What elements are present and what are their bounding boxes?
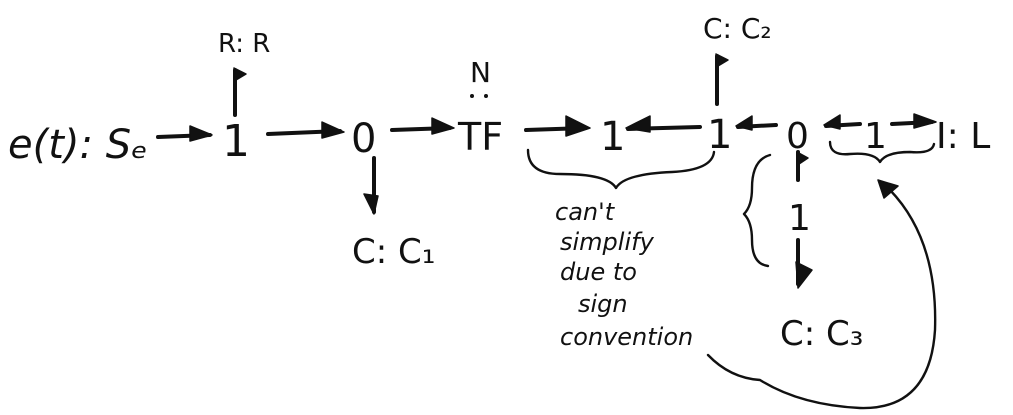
bond-0-to-tf — [390, 117, 455, 135]
note-line: simplify — [560, 228, 655, 256]
junction-1-vertical: 1 — [788, 198, 811, 239]
brace-under-1-1 — [526, 148, 716, 190]
note-line: sign — [578, 290, 628, 318]
junction-0-left: 0 — [351, 116, 376, 162]
note-line: due to — [560, 258, 637, 286]
bond-tf-to-1 — [524, 115, 591, 137]
bond-1-to-resistor — [233, 67, 247, 117]
transformer-modulus: N — [470, 56, 491, 89]
junction-1-right: 1 — [707, 112, 732, 158]
transformer-dot — [470, 94, 474, 98]
bond-0-to-1-right — [735, 115, 778, 131]
brace-vertical-0-1 — [742, 153, 772, 268]
junction-0-right: 0 — [786, 116, 809, 157]
bond-1-right-to-1-mid — [625, 115, 702, 133]
note-pointer-arrow — [706, 179, 937, 410]
bond-1-vertical-to-c3 — [795, 238, 813, 289]
transformer-dot — [484, 94, 488, 98]
capacitor-3-label: C: C₃ — [780, 314, 863, 354]
handwritten-note: can't simplify due to sign convention — [555, 198, 693, 351]
bond-0-to-c1 — [363, 156, 379, 215]
inductor-label: I: L — [936, 116, 990, 157]
bond-1-far-to-inductor — [890, 113, 937, 129]
capacitor-2-label: C: C₂ — [703, 12, 772, 45]
transformer: TF — [457, 115, 503, 159]
junction-1-far: 1 — [864, 116, 887, 157]
resistor-label: R: R — [218, 29, 270, 59]
bond-source-to-1 — [156, 125, 213, 142]
brace-under-1-I — [828, 140, 936, 164]
note-line: can't — [555, 198, 616, 226]
junction-1-left: 1 — [222, 116, 250, 167]
capacitor-1-label: C: C₁ — [352, 232, 435, 272]
junction-1-mid: 1 — [600, 114, 625, 160]
note-line: convention — [560, 323, 693, 351]
bond-1-to-c2 — [715, 53, 729, 106]
bond-1-to-0 — [266, 121, 345, 139]
bond-1-far-to-0 — [823, 114, 862, 130]
bond-0-to-1-vertical — [796, 150, 809, 182]
source-label: e(t): Sₑ — [8, 122, 148, 168]
